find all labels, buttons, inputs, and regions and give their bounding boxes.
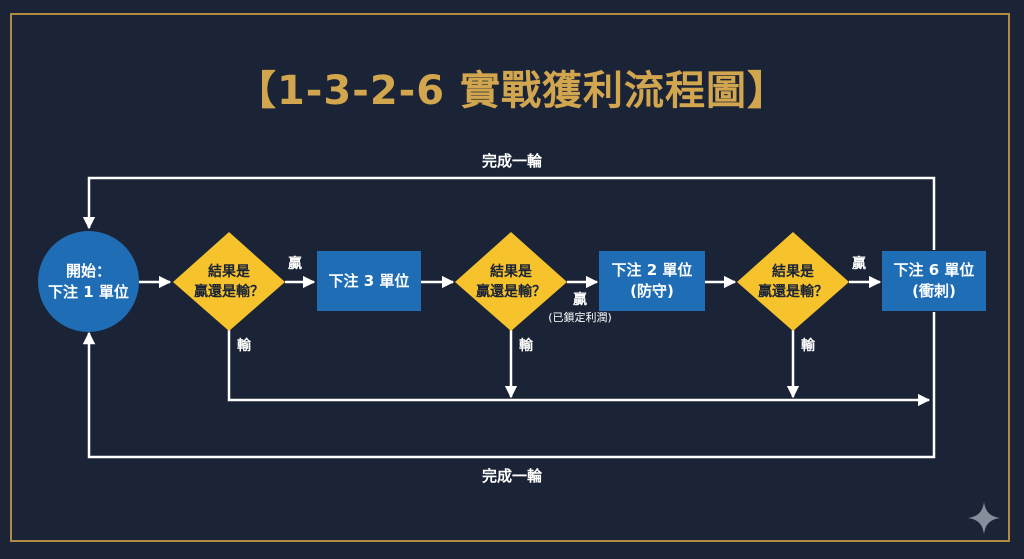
bet-6-text: 下注 6 單位 (衝刺): [893, 261, 975, 300]
decision-diamond-1: [173, 232, 285, 331]
sparkle-icon: [968, 502, 1000, 534]
decision-2-text: 結果是 贏還是輸？: [476, 264, 546, 300]
loop-bottom-arrow: [82, 312, 936, 459]
win-label-1: 贏: [288, 256, 302, 272]
lose-label-3: 輸: [801, 338, 815, 354]
loop-top-arrow: [82, 176, 936, 250]
decision-2-label: 結果是 贏還是輸？: [465, 260, 557, 304]
decision-1-label: 結果是 贏還是輸？: [183, 260, 275, 304]
start-node-label: 開始： 下注 1 單位: [48, 261, 129, 301]
win-label-2: 贏 (已鎖定利潤): [548, 291, 612, 327]
decision-1-text: 結果是 贏還是輸？: [194, 264, 264, 300]
win-label-2-note: (已鎖定利潤): [548, 311, 612, 324]
lose-label-2: 輸: [519, 338, 533, 354]
decision-diamond-3: [737, 232, 849, 331]
complete-label-top: 完成一輪: [481, 152, 543, 170]
complete-label-bottom: 完成一輪: [481, 467, 543, 485]
bet-3-text: 下注 3 單位: [328, 271, 410, 290]
gold-frame: [10, 13, 1010, 542]
decision-3-label: 結果是 贏還是輸？: [747, 260, 839, 304]
decision-diamond-2: [455, 232, 567, 331]
page-title: 【1-3-2-6 實戰獲利流程圖】: [235, 68, 789, 114]
win-label-3: 贏: [852, 256, 866, 272]
bet-6-node: 下注 6 單位 (衝刺): [882, 251, 986, 311]
start-node: 開始： 下注 1 單位: [38, 231, 139, 332]
bet-2-text: 下注 2 單位 (防守): [611, 261, 693, 300]
bet-2-node: 下注 2 單位 (防守): [599, 251, 705, 311]
win-label-2-text: 贏: [573, 292, 587, 308]
lose-label-1: 輸: [237, 338, 251, 354]
decision-3-text: 結果是 贏還是輸？: [758, 264, 828, 300]
bet-3-node: 下注 3 單位: [317, 251, 421, 311]
lose-line-1: [227, 330, 931, 407]
